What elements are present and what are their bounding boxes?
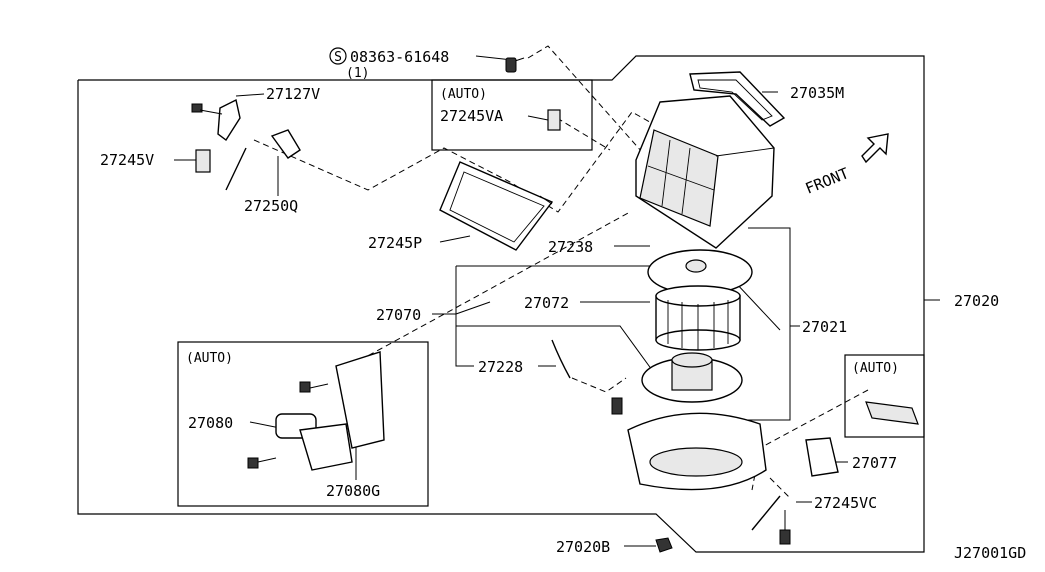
callout-27020b: 27020B [556, 538, 610, 556]
callout-27020: 27020 [954, 292, 999, 310]
callout-27035m: 27035M [790, 84, 844, 102]
link-27245vc [751, 495, 781, 531]
link-27250q [270, 129, 301, 159]
screws [247, 381, 791, 545]
callout-front: FRONT [803, 164, 852, 198]
callout-27245v: 27245V [100, 151, 154, 169]
intake-housing [635, 95, 775, 249]
screw-symbol-icon: S [329, 47, 347, 65]
diagram-code: J27001GD [954, 544, 1026, 562]
bracket-27080g [335, 351, 385, 449]
callout-27080g: 27080G [326, 482, 380, 500]
bolt-08363 [505, 57, 525, 73]
callout-bolt-ref: 08363-61648 [350, 48, 449, 66]
auto-box-sensor [844, 354, 925, 438]
callout-27238: 27238 [548, 238, 593, 256]
callout-27245vc: 27245VC [814, 494, 877, 512]
auto-box-actuator [431, 79, 593, 151]
filter-27245p [439, 161, 554, 251]
callout-27072: 27072 [524, 294, 569, 312]
svg-text:S: S [334, 50, 342, 65]
sensor-auto [865, 401, 919, 425]
auto-box-motor [177, 341, 429, 507]
callout-auto-1: (AUTO) [440, 87, 487, 102]
callout-27250q: 27250Q [244, 197, 298, 215]
nut-27020b [655, 537, 673, 553]
callout-27080: 27080 [188, 414, 233, 432]
hose-27228 [551, 339, 571, 379]
callout-27127v: 27127V [266, 85, 320, 103]
lower-housing-27021 [627, 412, 767, 491]
blower-fan-27072 [655, 285, 741, 351]
front-arrow-icon [861, 133, 889, 164]
part-27077 [805, 437, 839, 477]
callout-bolt-qty: (1) [346, 66, 369, 81]
callout-27245p: 27245P [368, 234, 422, 252]
actuator-27245v [195, 147, 247, 191]
callout-auto-3: (AUTO) [852, 361, 899, 376]
actuator-27245va [547, 109, 561, 131]
callout-27070: 27070 [376, 306, 421, 324]
assembly-frame [77, 55, 925, 553]
bracket-27127v [191, 98, 241, 142]
callout-27245va: 27245VA [440, 107, 503, 125]
callout-27228: 27228 [478, 358, 523, 376]
seal-27035m [689, 71, 786, 127]
callout-27021: 27021 [802, 318, 847, 336]
callout-auto-2: (AUTO) [186, 351, 233, 366]
motor-27070 [641, 352, 743, 403]
callout-27077: 27077 [852, 454, 897, 472]
motor-27080 [275, 413, 353, 471]
